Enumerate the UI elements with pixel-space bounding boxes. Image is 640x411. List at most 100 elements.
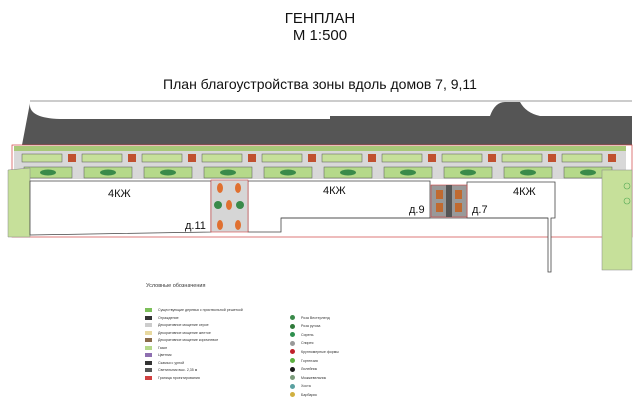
legend-label: Светильник выс. 2,35 м <box>158 368 198 372</box>
shrub-group <box>580 169 596 176</box>
legend-item: Существующие деревья с приствольной реше… <box>145 308 243 312</box>
building-7 <box>466 181 556 273</box>
legend-swatch-icon <box>290 366 295 372</box>
lawn-bed <box>261 153 303 163</box>
legend-label: Роза ругоза <box>301 324 321 329</box>
legend-swatch-icon <box>290 315 295 320</box>
building-label: 4КЖ <box>323 185 346 197</box>
shrub-group <box>160 169 176 176</box>
legend-swatch-icon <box>145 330 152 335</box>
legend-item: Роза Вестерленд <box>290 315 330 320</box>
legend-swatch-icon <box>290 392 295 398</box>
legend-item: Ограждение <box>145 315 179 320</box>
legend-label: Лилейник <box>301 367 318 372</box>
legend-label: Хоста <box>301 384 311 389</box>
legend-label: Декоративное мощение желтое <box>158 330 211 335</box>
plan-subtitle: План благоустройства зоны вдоль домов 7,… <box>163 76 477 92</box>
legend-swatch-icon <box>290 349 295 355</box>
flower-beds <box>21 153 616 179</box>
legend-label: Барбарис <box>301 392 318 397</box>
legend-label: Существующие деревья с приствольной реше… <box>158 308 243 312</box>
legend-label: Крупномерные формы <box>301 349 339 354</box>
road <box>22 102 632 145</box>
legend-item: Крупномерные формы <box>290 349 339 355</box>
planter <box>68 154 76 162</box>
shrub-group <box>40 169 56 176</box>
planter <box>428 154 436 162</box>
lawn-bed <box>321 153 363 163</box>
lawn-bed <box>141 153 183 163</box>
planter <box>188 154 196 162</box>
legend-label: Гортензия <box>301 358 318 363</box>
legend-label: Роза Вестерленд <box>301 315 330 320</box>
sheet-title: ГЕНПЛАН М 1:500 <box>0 10 640 44</box>
legend-swatch-icon <box>145 375 152 380</box>
legend-label: Газон <box>158 345 168 350</box>
lawn-bed <box>561 153 603 163</box>
building-label: 4КЖ <box>513 186 536 198</box>
tree-icon <box>623 197 631 205</box>
planter <box>548 154 556 162</box>
legend-swatch-icon <box>145 338 152 342</box>
lawn-right <box>601 169 633 271</box>
hedge-strip <box>14 146 626 151</box>
legend-swatch-icon <box>145 353 152 357</box>
legend-item: Декоративное мощение желтое <box>145 330 211 335</box>
legend-swatch-icon <box>290 340 295 346</box>
legend-item: Сирень <box>290 332 314 338</box>
title-line-1: ГЕНПЛАН <box>284 10 356 27</box>
legend-label: Скамья с урной <box>158 360 185 365</box>
shrub-group <box>220 169 236 176</box>
shrub-group <box>340 169 356 176</box>
lawn-bed <box>441 153 483 163</box>
legend-item: Гортензия <box>290 358 318 363</box>
legend-swatch-icon <box>145 345 152 350</box>
legend-item: Декоративное мощение серое <box>145 323 209 327</box>
shrub-group <box>460 169 476 176</box>
legend-item: Барбарис <box>290 392 318 398</box>
legend-swatch-icon <box>145 315 152 320</box>
tree-icon <box>623 182 631 190</box>
legend-label: Можжевельник <box>301 375 327 380</box>
shrub-group <box>400 169 416 176</box>
planter <box>308 154 316 162</box>
legend-label: Декоративное мощение коричневое <box>158 338 219 342</box>
planter <box>368 154 376 162</box>
legend-label: Ограждение <box>158 315 179 320</box>
legend-item: Скамья с урной <box>145 360 185 365</box>
legend-item: Роза ругоза <box>290 323 321 329</box>
legend-item: Цветник <box>145 353 172 357</box>
lawn-bed <box>21 153 63 163</box>
legend-item: Газон <box>145 345 168 350</box>
legend-item: Спирея <box>290 340 314 346</box>
legend-item: Светильник выс. 2,35 м <box>145 368 197 372</box>
legend-swatch-icon <box>290 358 295 363</box>
legend-label: Сирень <box>301 332 314 337</box>
legend-item: Граница проектирования <box>145 375 200 380</box>
legend-swatch-icon <box>145 323 152 327</box>
legend-item: Хоста <box>290 383 311 389</box>
lawn-left <box>7 167 31 238</box>
legend-item: Можжевельник <box>290 375 327 381</box>
lawn-bed <box>81 153 123 163</box>
legend-swatch-icon <box>290 375 295 381</box>
planter <box>608 154 616 162</box>
shrub-group <box>280 169 296 176</box>
lawn-bed <box>201 153 243 163</box>
planter <box>488 154 496 162</box>
shrub-group <box>100 169 116 176</box>
house-label: д.11 <box>185 220 206 232</box>
lawn-bed <box>501 153 543 163</box>
lawn-bed <box>381 153 423 163</box>
legend-swatch-icon <box>290 332 295 338</box>
planter <box>128 154 136 162</box>
legend-item: Декоративное мощение коричневое <box>145 338 218 342</box>
legend-item: Лилейник <box>290 366 318 372</box>
legend-label: Декоративное мощение серое <box>158 323 209 327</box>
legend-label: Цветник <box>158 353 172 357</box>
passage-11-plantings <box>214 183 244 230</box>
house-label: д.9 <box>409 204 425 216</box>
shrub-group <box>520 169 536 176</box>
legend-swatch-icon <box>290 323 295 329</box>
